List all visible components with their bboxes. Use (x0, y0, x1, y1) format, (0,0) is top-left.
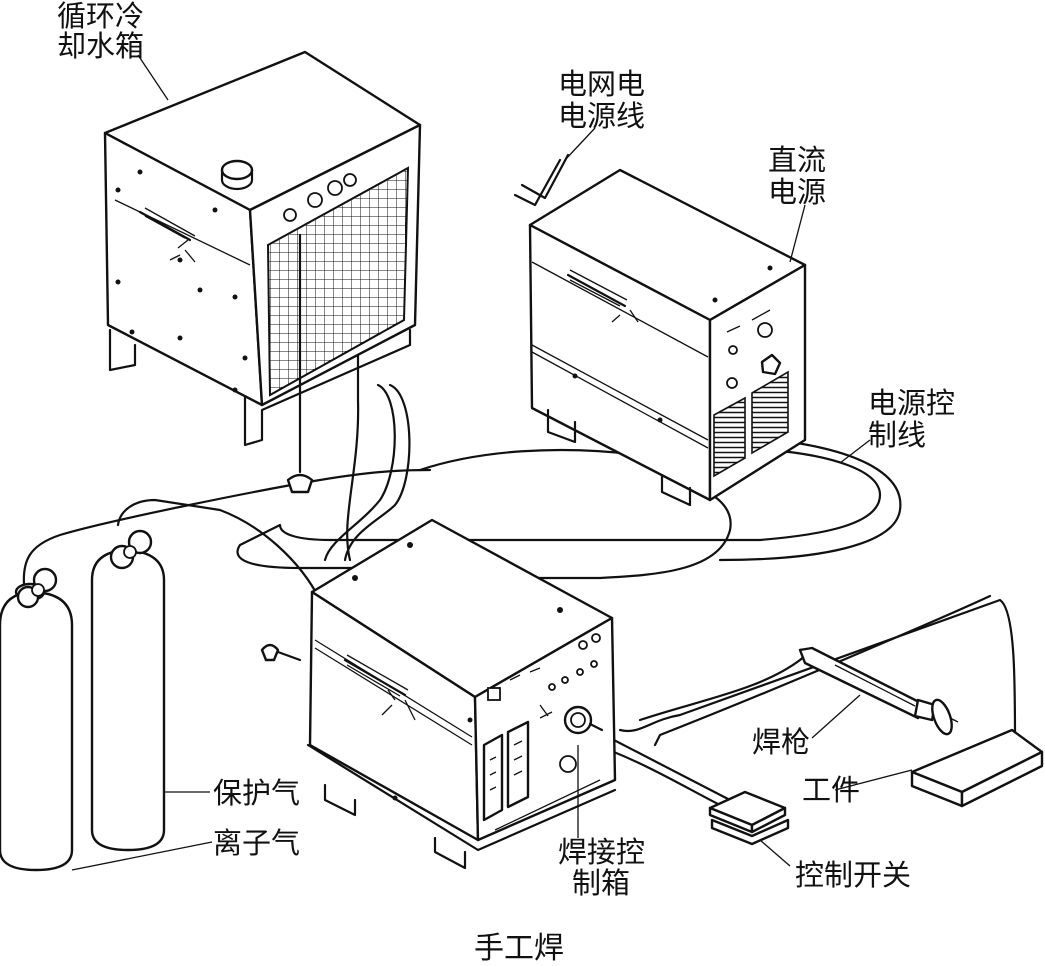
cooling-tank-label: 循环冷 却水箱 (57, 0, 144, 63)
leader-lines (71, 54, 913, 871)
svg-text:制线: 制线 (868, 418, 926, 452)
svg-text:却水箱: 却水箱 (57, 29, 144, 63)
workpiece-cable (618, 598, 1017, 742)
svg-text:电网电: 电网电 (558, 67, 645, 101)
shield-gas-cylinder (90, 529, 166, 852)
plasma-gas-hose (22, 468, 432, 597)
svg-text:焊接控: 焊接控 (558, 835, 645, 869)
cooling-hose-1 (346, 183, 360, 562)
dc-power-label: 直流 电源 (768, 143, 826, 209)
welding-control-box (260, 518, 617, 870)
diagram-caption: 手工焊 (474, 931, 564, 966)
svg-text:循环冷: 循环冷 (57, 0, 144, 33)
welding-torch (798, 646, 959, 736)
power-control-cable (236, 448, 882, 570)
welding-torch-label: 焊枪 (752, 725, 810, 759)
power-control-cable-label: 电源控 制线 (868, 386, 955, 452)
svg-text:电源线: 电源线 (558, 99, 645, 133)
shield-gas-hose (116, 498, 322, 602)
shield-gas-label: 保护气 (213, 776, 300, 810)
cooling-water-tank (103, 50, 422, 494)
workpiece (910, 728, 1044, 808)
plasma-gas-label: 离子气 (213, 826, 300, 860)
control-switch (708, 790, 790, 846)
svg-text:直流: 直流 (768, 143, 826, 177)
grid-cable-label: 电网电 电源线 (558, 67, 645, 133)
control-switch-label: 控制开关 (795, 858, 911, 892)
svg-text:电源控: 电源控 (868, 386, 955, 420)
svg-text:电源: 电源 (768, 175, 826, 209)
workpiece-label: 工件 (802, 773, 860, 807)
plasma-gas-cylinder (0, 567, 74, 872)
dc-power-source (513, 153, 807, 507)
control-box-label: 焊接控 制箱 (558, 835, 645, 900)
svg-text:制箱: 制箱 (572, 866, 630, 900)
cooling-hose-2 (323, 383, 396, 562)
